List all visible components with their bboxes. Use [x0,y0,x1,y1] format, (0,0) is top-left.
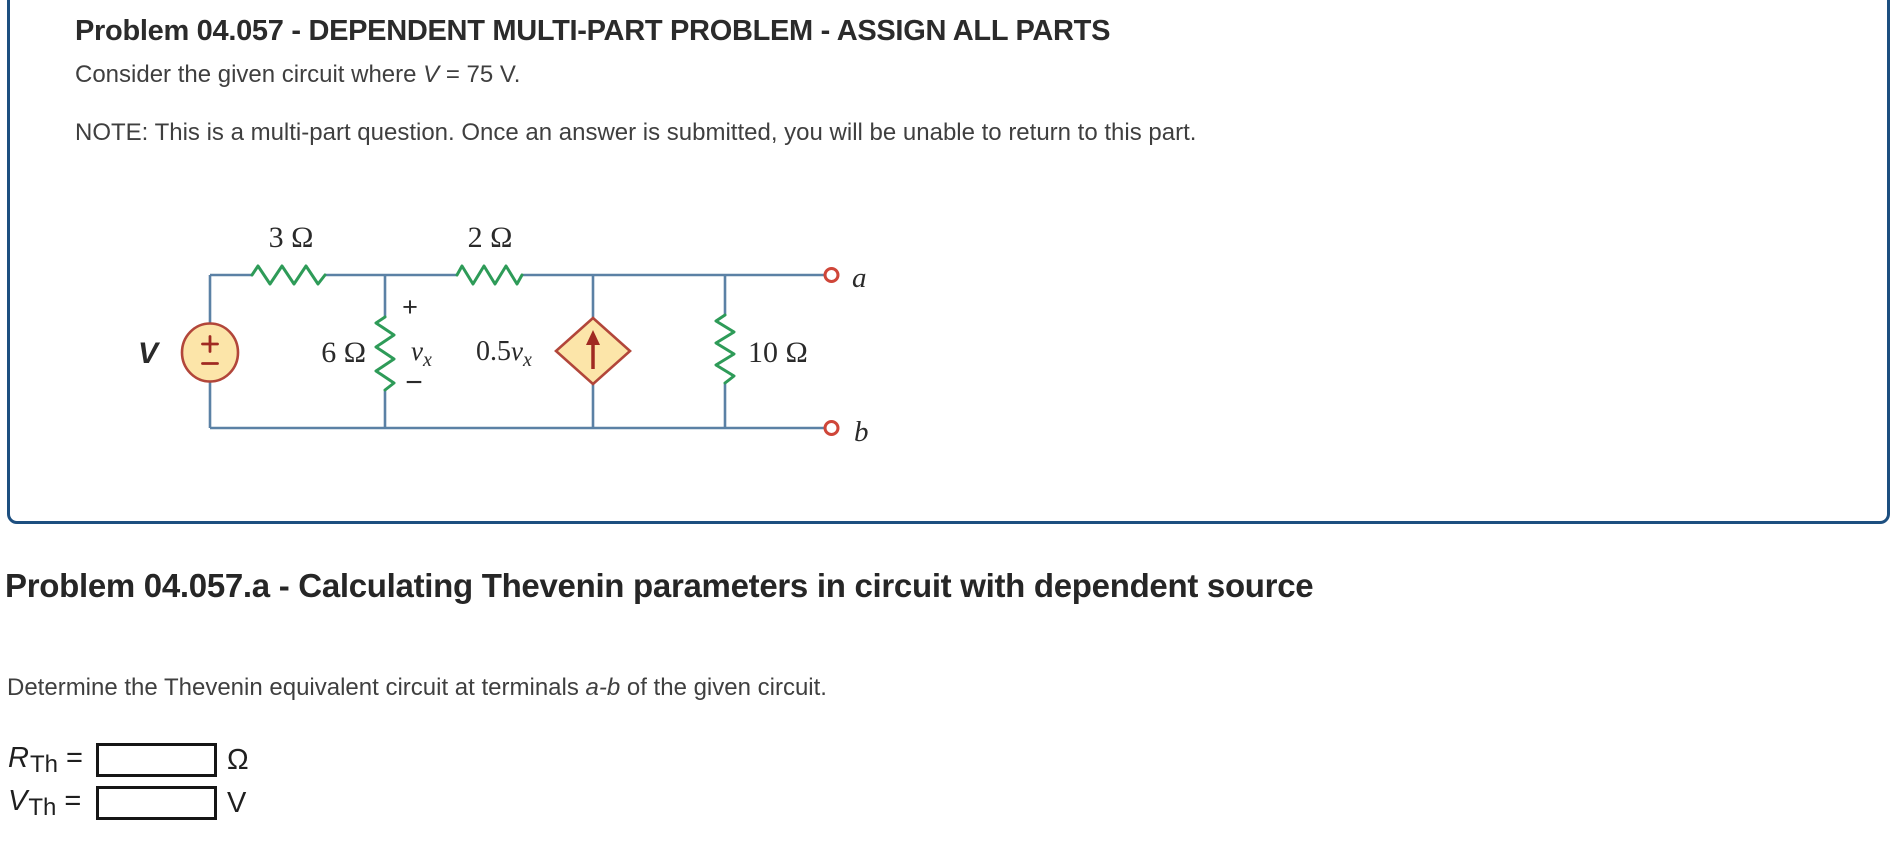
vth-symbol: V [8,784,28,817]
intro-variable: V [423,61,440,88]
intro-text-post: = 75 V. [439,61,521,88]
intro-text-pre: Consider the given circuit where [75,61,424,88]
terminal-a-node [823,267,840,283]
vx-label: vx [411,336,432,371]
rth-answer-row: RTh= Ω [8,741,249,779]
rth-subscript: Th [29,750,58,778]
rth-symbol: R [8,741,29,774]
resistor-3ohm [250,264,327,286]
dependent-source-label: 0.5vx [476,336,532,371]
resistor-2ohm [455,264,524,286]
volt-unit-label: V [227,786,247,819]
plus-icon [201,335,219,353]
part-a-heading: Problem 04.057.a - Calculating Thevenin … [5,567,1314,604]
problem-title: Problem 04.057 - DEPENDENT MULTI-PART PR… [75,15,1111,47]
ohm-unit-label: Ω [227,743,249,776]
label-10ohm: 10 Ω [748,336,808,369]
multipart-note: NOTE: This is a multi-part question. Onc… [75,119,1197,146]
terminal-a-label: a [852,262,867,294]
equals-sign: = [64,784,82,817]
circuit-diagram: V 3 Ω 2 Ω 6 Ω 10 Ω + vx − 0.5vx a b [138,221,869,448]
label-3ohm: 3 Ω [269,221,314,254]
dependent-current-source [554,316,632,386]
resistor-6ohm [374,315,396,392]
prompt-text-pre: Determine the Thevenin equivalent circui… [7,674,586,701]
resistor-10ohm [714,313,736,385]
vth-label: VTh= [8,785,96,822]
prompt-terminals: a-b [585,674,621,701]
problem-statement-box: Problem 04.057 - DEPENDENT MULTI-PART PR… [7,0,1890,524]
rth-input[interactable] [96,743,217,777]
label-2ohm: 2 Ω [468,221,513,254]
vx-plus-sign: + [402,292,418,322]
prompt-text-post: of the given circuit. [620,674,827,701]
equals-sign: = [65,741,83,774]
part-a-prompt: Determine the Thevenin equivalent circui… [7,674,827,702]
vx-minus-sign: − [405,366,423,399]
voltage-source [180,322,240,383]
vth-answer-row: VTh= V [8,784,246,822]
rth-label: RTh= [8,742,96,779]
vth-input[interactable] [96,786,217,820]
arrow-head-icon [586,330,600,345]
terminal-b-node [823,420,840,436]
problem-intro: Consider the given circuit where V = 75 … [75,61,520,89]
vth-subscript: Th [28,793,57,821]
source-voltage-label: V [138,337,161,370]
terminal-b-label: b [854,416,869,448]
label-6ohm: 6 Ω [321,336,366,369]
